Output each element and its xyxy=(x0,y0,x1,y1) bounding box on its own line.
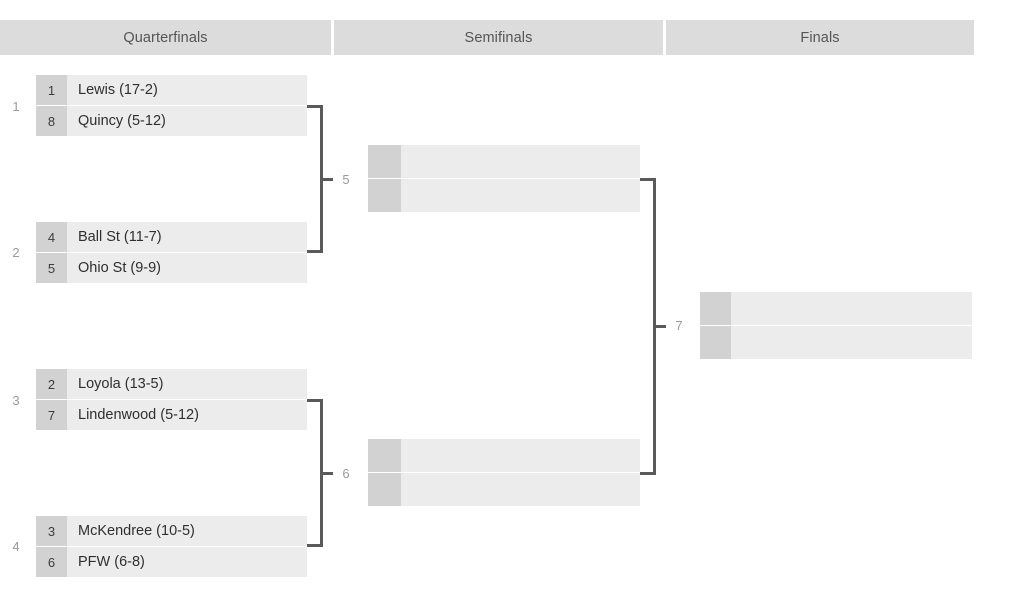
round-header-quarterfinals-label: Quarterfinals xyxy=(123,29,208,46)
match-qf2-slot-top[interactable]: 4 Ball St (11-7) xyxy=(36,222,307,252)
match-qf4-slot-top[interactable]: 3 McKendree (10-5) xyxy=(36,516,307,546)
match-qf2-slot-bottom[interactable]: 5 Ohio St (9-9) xyxy=(36,253,307,283)
match-final-top-seed xyxy=(700,292,731,325)
match-label-qf4: 4 xyxy=(12,539,20,554)
round-header-semifinals-label: Semifinals xyxy=(464,29,533,46)
connector-sf2-to-final-horizontal xyxy=(640,472,656,475)
connector-qf1-horizontal xyxy=(307,105,323,108)
round-header-finals: Finals xyxy=(666,20,974,55)
match-qf4-bottom-seed: 6 xyxy=(36,547,67,577)
match-label-sf1: 5 xyxy=(342,172,350,187)
match-label-sf2: 6 xyxy=(342,466,350,481)
match-final-bottom-seed xyxy=(700,326,731,359)
match-sf2-top-team xyxy=(401,439,640,472)
connector-sf1-to-final-horizontal xyxy=(640,178,656,181)
match-final-top-team xyxy=(731,292,972,325)
match-label-qf1: 1 xyxy=(12,99,20,114)
connector-sf1-stub xyxy=(323,178,333,181)
match-qf2-top-team: Ball St (11-7) xyxy=(67,222,307,252)
match-sf1-bottom-seed xyxy=(368,179,401,212)
match-qf4[interactable]: 3 McKendree (10-5) 6 PFW (6-8) xyxy=(36,516,307,577)
connector-final-stub xyxy=(656,325,666,328)
match-label-qf3: 3 xyxy=(12,393,20,408)
match-sf1-slot-top[interactable] xyxy=(368,145,640,178)
match-sf1-slot-bottom[interactable] xyxy=(368,179,640,212)
connector-qf4-horizontal xyxy=(307,544,323,547)
connector-qf2-horizontal xyxy=(307,250,323,253)
match-qf1-top-team: Lewis (17-2) xyxy=(67,75,307,105)
match-final-slot-bottom[interactable] xyxy=(700,326,972,359)
match-final-bottom-team xyxy=(731,326,972,359)
match-label-qf2: 2 xyxy=(12,245,20,260)
match-qf4-top-seed: 3 xyxy=(36,516,67,546)
match-sf2-slot-top[interactable] xyxy=(368,439,640,472)
match-final[interactable] xyxy=(700,292,972,359)
match-sf1-bottom-team xyxy=(401,179,640,212)
round-header-quarterfinals: Quarterfinals xyxy=(0,20,331,55)
connector-sf1-vertical xyxy=(320,105,323,253)
match-qf3-top-team: Loyola (13-5) xyxy=(67,369,307,399)
match-qf4-slot-bottom[interactable]: 6 PFW (6-8) xyxy=(36,547,307,577)
round-header-finals-label: Finals xyxy=(800,29,840,46)
match-qf1-bottom-seed: 8 xyxy=(36,106,67,136)
match-qf4-bottom-team: PFW (6-8) xyxy=(67,547,307,577)
connector-sf2-stub xyxy=(323,472,333,475)
match-qf1-slot-bottom[interactable]: 8 Quincy (5-12) xyxy=(36,106,307,136)
match-qf1-bottom-team: Quincy (5-12) xyxy=(67,106,307,136)
connector-sf2-vertical xyxy=(320,399,323,547)
match-qf2-top-seed: 4 xyxy=(36,222,67,252)
match-sf2-slot-bottom[interactable] xyxy=(368,473,640,506)
match-sf2[interactable] xyxy=(368,439,640,506)
match-qf3-slot-top[interactable]: 2 Loyola (13-5) xyxy=(36,369,307,399)
match-qf2-bottom-team: Ohio St (9-9) xyxy=(67,253,307,283)
connector-final-vertical xyxy=(653,178,656,475)
match-qf3-bottom-team: Lindenwood (5-12) xyxy=(67,400,307,430)
match-sf1-top-team xyxy=(401,145,640,178)
match-qf2-bottom-seed: 5 xyxy=(36,253,67,283)
match-sf2-top-seed xyxy=(368,439,401,472)
match-qf1-top-seed: 1 xyxy=(36,75,67,105)
round-header-bar: Quarterfinals Semifinals Finals xyxy=(0,20,974,55)
match-qf4-top-team: McKendree (10-5) xyxy=(67,516,307,546)
match-qf3[interactable]: 2 Loyola (13-5) 7 Lindenwood (5-12) xyxy=(36,369,307,430)
match-final-slot-top[interactable] xyxy=(700,292,972,325)
match-sf2-bottom-team xyxy=(401,473,640,506)
match-qf3-bottom-seed: 7 xyxy=(36,400,67,430)
match-qf2[interactable]: 4 Ball St (11-7) 5 Ohio St (9-9) xyxy=(36,222,307,283)
match-qf3-top-seed: 2 xyxy=(36,369,67,399)
match-label-final: 7 xyxy=(675,318,683,333)
connector-qf3-horizontal xyxy=(307,399,323,402)
match-sf2-bottom-seed xyxy=(368,473,401,506)
match-sf1[interactable] xyxy=(368,145,640,212)
match-sf1-top-seed xyxy=(368,145,401,178)
match-qf1-slot-top[interactable]: 1 Lewis (17-2) xyxy=(36,75,307,105)
match-qf1[interactable]: 1 Lewis (17-2) 8 Quincy (5-12) xyxy=(36,75,307,136)
match-qf3-slot-bottom[interactable]: 7 Lindenwood (5-12) xyxy=(36,400,307,430)
round-header-semifinals: Semifinals xyxy=(334,20,663,55)
